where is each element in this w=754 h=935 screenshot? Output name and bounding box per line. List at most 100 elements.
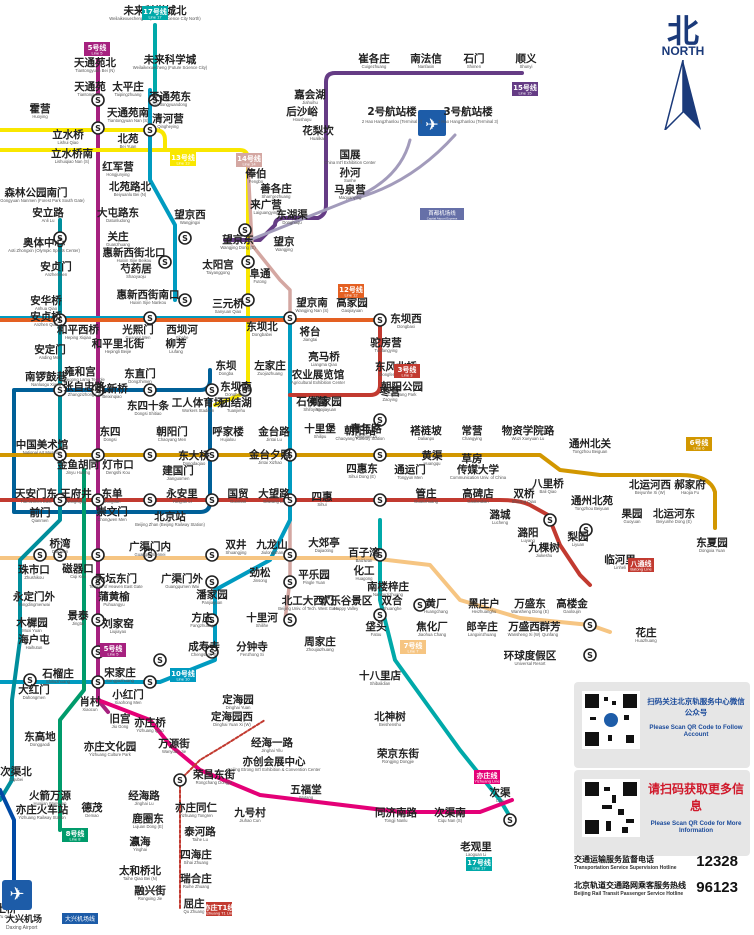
qr-code-follow[interactable] [582, 691, 640, 749]
transfer-node-15[interactable] [238, 383, 252, 397]
transfer-node-11[interactable] [53, 313, 67, 327]
transfer-node-33[interactable] [143, 548, 157, 562]
transfer-node-31[interactable] [53, 548, 67, 562]
transfer-node-57[interactable] [543, 513, 557, 527]
transfer-node-34[interactable] [205, 548, 219, 562]
transfer-node-42[interactable] [283, 613, 297, 627]
transfer-node-25[interactable] [143, 448, 157, 462]
transfer-node-2[interactable] [143, 123, 157, 137]
transfer-node-46[interactable] [413, 598, 427, 612]
transfer-node-54[interactable] [153, 653, 167, 667]
transfer-node-41[interactable] [205, 613, 219, 627]
transfer-node-3[interactable] [91, 121, 105, 135]
hotline-passenger-number[interactable]: 96123 [696, 879, 738, 896]
transfer-node-0[interactable] [148, 93, 162, 107]
transfer-node-51[interactable] [23, 673, 37, 687]
transfer-node-19[interactable] [143, 383, 157, 397]
transfer-node-58[interactable] [579, 523, 593, 537]
transfer-node-10[interactable] [241, 293, 255, 307]
transfer-node-45[interactable] [205, 645, 219, 659]
transfer-node-16[interactable] [205, 383, 219, 397]
